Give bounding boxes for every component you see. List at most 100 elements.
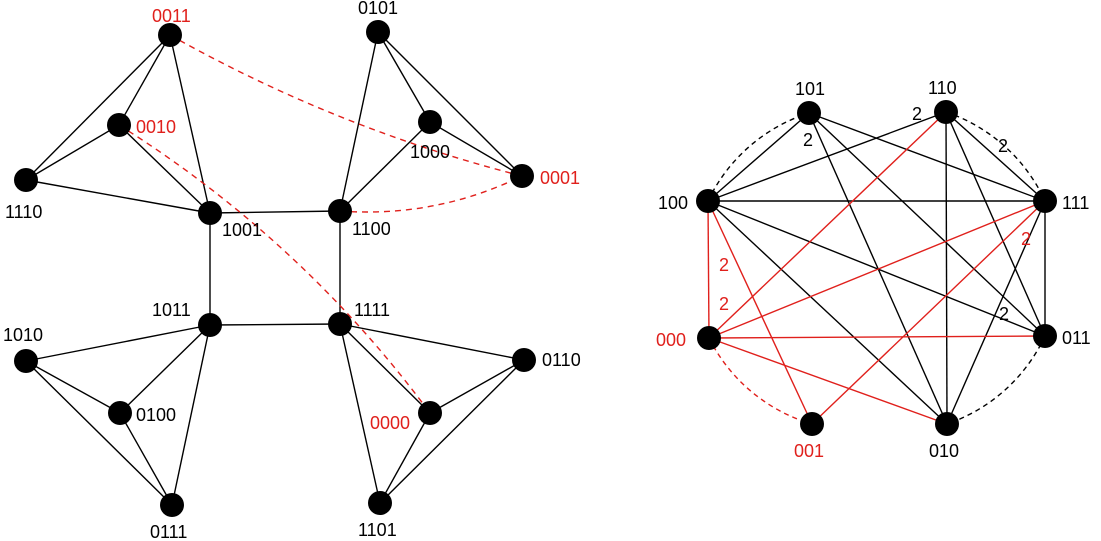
left-edge-1110-1001: [25, 179, 211, 214]
left-edge-1011-1010: [25, 324, 211, 362]
edge-weight-label: 2: [719, 255, 729, 275]
nodes-layer: [14, 20, 1057, 517]
right-edge-110-010: [945, 111, 948, 425]
edge-weight-label: 2: [1021, 229, 1031, 249]
right-node-label-010: 010: [929, 441, 959, 461]
left-edge-1000-1100: [339, 121, 431, 212]
right-node-111: [1033, 189, 1057, 213]
left-node-0110: [512, 348, 536, 372]
left-edge-0000-0110: [429, 359, 525, 414]
left-node-label-1001: 1001: [222, 220, 262, 240]
left-node-1010: [14, 349, 38, 373]
edge-weight-label: 2: [998, 136, 1008, 156]
right-node-label-111: 111: [1062, 193, 1089, 213]
left-node-label-0111: 0111: [150, 522, 187, 541]
edge-weight-label: 2: [719, 294, 729, 314]
right-edge-100-010: [707, 200, 948, 425]
right-node-001: [800, 412, 824, 436]
left-edge-1111-0000: [339, 323, 431, 414]
right-edge-101-111: [808, 112, 1046, 202]
left-edge-0011-0001: [169, 34, 523, 177]
left-node-label-1110: 1110: [5, 202, 42, 222]
left-edge-0010-1110: [25, 124, 120, 181]
right-node-label-000: 000: [656, 330, 686, 350]
left-edge-1100-0001: [339, 175, 523, 213]
right-edge-110-111: [945, 111, 1046, 202]
right-node-110: [934, 100, 958, 124]
edge-weight-label: 2: [803, 130, 813, 150]
left-edge-0010-0000: [118, 124, 431, 414]
left-edge-0010-1001: [118, 124, 211, 214]
left-node-label-0001: 0001: [540, 168, 580, 188]
left-node-0000: [418, 401, 442, 425]
left-node-label-1010: 1010: [3, 325, 43, 345]
left-node-label-0101: 0101: [358, 0, 398, 18]
left-edge-0000-1101: [379, 412, 431, 504]
right-edge-101-011: [808, 112, 1046, 337]
edges-layer: [25, 31, 1046, 506]
left-node-1001: [198, 201, 222, 225]
left-node-label-1011: 1011: [152, 300, 191, 320]
left-edge-0011-1110: [25, 34, 171, 181]
right-node-label-011: 011: [1062, 328, 1091, 348]
right-edge-000-100: [707, 200, 710, 339]
left-node-0101: [366, 20, 390, 44]
left-node-label-0010: 0010: [136, 117, 176, 137]
right-node-label-100: 100: [658, 193, 688, 213]
right-node-101: [797, 101, 821, 125]
right-edge-000-010: [708, 337, 948, 425]
left-edge-1010-0111: [25, 360, 173, 506]
left-node-1000: [418, 110, 442, 134]
left-edge-0101-1100: [339, 31, 379, 212]
right-edge-110-111: [945, 111, 1046, 202]
edge-weight-label: 2: [999, 304, 1009, 324]
right-edge-000-110: [708, 111, 947, 339]
right-node-label-001: 001: [794, 441, 824, 461]
right-edge-001-100: [707, 200, 813, 425]
right-edge-101-100: [707, 112, 810, 202]
right-edge-000-111: [708, 200, 1046, 339]
left-node-0011: [158, 23, 182, 47]
left-node-0100: [108, 401, 132, 425]
right-node-label-110: 110: [928, 78, 957, 98]
left-edge-1001-1100: [209, 210, 341, 214]
left-node-label-1100: 1100: [352, 219, 391, 239]
left-edge-0100-0111: [119, 412, 173, 506]
left-node-0010: [107, 113, 131, 137]
left-node-1111: [328, 312, 352, 336]
right-edge-000-011: [708, 335, 1046, 339]
left-node-0111: [160, 493, 184, 517]
right-node-010: [935, 412, 959, 436]
right-node-label-101: 101: [795, 79, 825, 99]
left-node-label-1101: 1101: [358, 520, 397, 540]
right-node-011: [1033, 324, 1057, 348]
left-node-1101: [368, 491, 392, 515]
left-node-label-0100: 0100: [136, 405, 176, 425]
right-edge-110-100: [707, 111, 947, 202]
left-edge-1111-1101: [339, 323, 381, 504]
left-node-0001: [510, 164, 534, 188]
right-edge-011-010: [946, 335, 1046, 425]
right-edge-110-011: [945, 111, 1046, 337]
right-node-000: [697, 326, 721, 350]
left-edge-0101-1000: [377, 31, 431, 123]
left-edge-1000-0001: [429, 121, 523, 177]
left-node-label-1000: 1000: [410, 142, 450, 162]
left-edge-1011-0100: [119, 324, 211, 414]
left-node-label-0011: 0011: [152, 6, 191, 26]
right-edge-001-111: [811, 200, 1046, 425]
left-edge-1011-1111: [209, 323, 341, 326]
right-node-100: [696, 189, 720, 213]
left-node-1110: [14, 168, 38, 192]
left-edge-1010-0100: [25, 360, 121, 414]
right-edge-111-010: [946, 200, 1046, 425]
right-edge-100-011: [707, 200, 1046, 337]
left-node-1100: [328, 199, 352, 223]
left-node-label-0110: 0110: [542, 350, 581, 370]
left-node-label-0000: 0000: [370, 413, 410, 433]
edge-weight-label: 2: [912, 104, 922, 124]
right-edge-100-101: [707, 112, 810, 202]
